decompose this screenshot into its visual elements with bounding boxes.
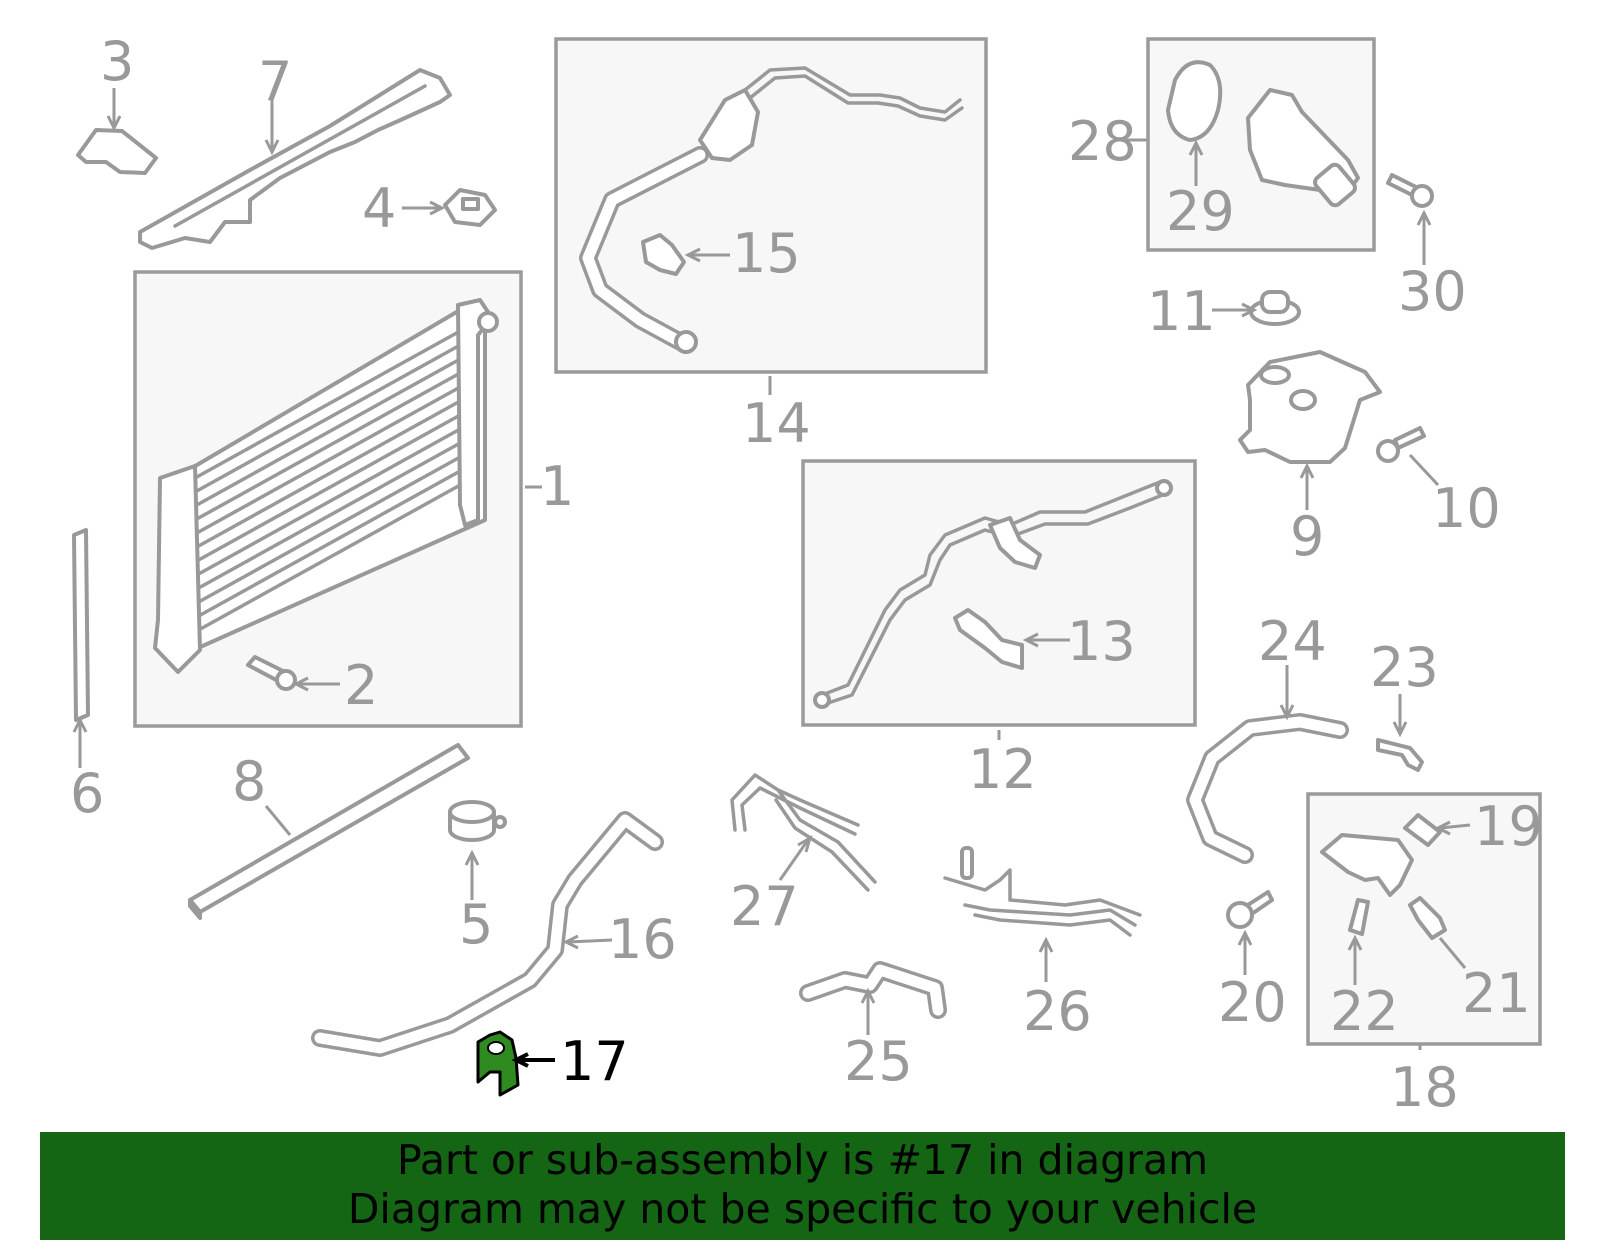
banner-line-disclaimer: Diagram may not be specific to your vehi…	[347, 1185, 1258, 1233]
bolt-part-20[interactable]	[1226, 890, 1274, 929]
callout-labels: 3 7 4 1 2 6 8 5 15 14 28 29 30 11 9 10 1…	[70, 30, 1543, 1119]
thermostat-housing-part-28[interactable]	[1246, 88, 1360, 208]
callout-22: 22	[1330, 980, 1399, 1043]
sensor-part-21[interactable]	[1408, 896, 1447, 940]
callout-8: 8	[232, 750, 266, 813]
callout-17-highlighted: 17	[560, 1030, 629, 1093]
hose-part-27[interactable]	[730, 773, 877, 892]
callout-7: 7	[258, 50, 292, 113]
callout-4: 4	[362, 177, 396, 240]
callout-11: 11	[1147, 280, 1216, 343]
reservoir-part-9[interactable]	[1238, 350, 1382, 464]
callout-16: 16	[608, 908, 677, 971]
callout-14: 14	[742, 392, 811, 455]
callout-3: 3	[100, 30, 134, 93]
bolt-part-10[interactable]	[1376, 426, 1426, 463]
callout-20: 20	[1218, 971, 1287, 1034]
callout-27: 27	[730, 875, 799, 938]
callout-10: 10	[1432, 477, 1501, 540]
clip-part-4-slot	[461, 197, 480, 211]
callout-6: 6	[70, 762, 104, 825]
gasket-part-19[interactable]	[1403, 813, 1442, 847]
callout-5: 5	[459, 893, 493, 956]
callout-2: 2	[344, 654, 378, 717]
pin-part-22[interactable]	[1348, 898, 1370, 936]
hose-part-12[interactable]	[813, 479, 1173, 709]
bracket-part-3[interactable]	[76, 128, 158, 175]
cap-part-5[interactable]	[448, 800, 507, 842]
pipe-part-26[interactable]	[943, 846, 1142, 937]
connector-part-23[interactable]	[1376, 738, 1424, 772]
callout-15: 15	[732, 222, 801, 285]
callout-26: 26	[1023, 980, 1092, 1043]
bolt-part-2[interactable]	[246, 655, 297, 691]
callout-12: 12	[968, 738, 1037, 801]
callout-18: 18	[1390, 1056, 1459, 1119]
callout-9: 9	[1290, 505, 1324, 568]
leader-lines	[72, 88, 1471, 1050]
seal-part-6[interactable]	[72, 528, 90, 722]
hose-part-24[interactable]	[1186, 713, 1349, 864]
sensor-part-18[interactable]	[1320, 833, 1414, 897]
pipe-part-25[interactable]	[799, 961, 947, 1019]
callout-21: 21	[1462, 962, 1531, 1025]
callout-19: 19	[1474, 795, 1543, 858]
callout-25: 25	[844, 1030, 913, 1093]
callout-1: 1	[540, 455, 574, 518]
heater-hose-group-box	[801, 459, 1197, 727]
leader-line-17	[511, 1052, 555, 1068]
callout-13: 13	[1067, 610, 1136, 673]
gasket-part-29[interactable]	[1166, 60, 1223, 142]
bolt-part-30[interactable]	[1386, 173, 1434, 208]
clamp-part-17[interactable]	[476, 1030, 520, 1097]
info-banner: Part or sub-assembly is #17 in diagram D…	[40, 1132, 1565, 1240]
clamp-part-15[interactable]	[641, 233, 686, 276]
callout-24: 24	[1258, 610, 1327, 673]
cap-part-11[interactable]	[1249, 290, 1301, 326]
callout-30: 30	[1398, 260, 1467, 323]
seal-part-8[interactable]	[188, 743, 470, 920]
radiator-part-1[interactable]	[153, 298, 499, 674]
hose-part-14[interactable]	[579, 66, 964, 354]
callout-28: 28	[1068, 110, 1137, 173]
callout-29: 29	[1166, 180, 1235, 243]
clamp-part-13[interactable]	[953, 608, 1024, 670]
banner-line-part: Part or sub-assembly is #17 in diagram	[396, 1136, 1209, 1184]
callout-23: 23	[1370, 636, 1439, 699]
hose-part-16[interactable]	[311, 811, 664, 1057]
